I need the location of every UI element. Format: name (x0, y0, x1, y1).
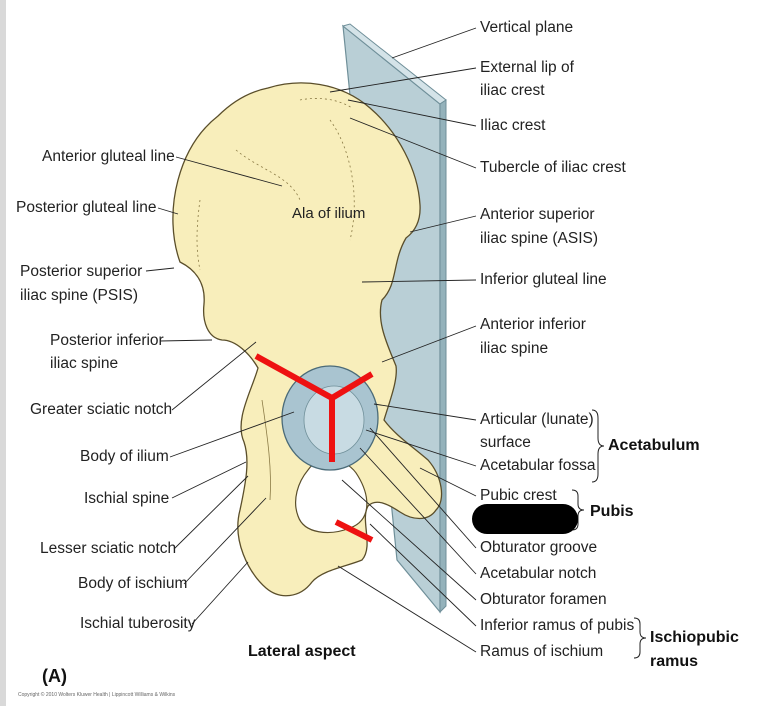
label-greater-sciatic-notch: Greater sciatic notch (30, 401, 173, 418)
red-annotation-lines (254, 353, 374, 543)
label-inferior-ramus-of-pubis: Inferior ramus of pubis (480, 617, 635, 634)
label-lesser-sciatic-notch: Lesser sciatic notch (40, 540, 177, 557)
label-psis-line1: Posterior superior (20, 263, 143, 280)
label-iliac-crest: Iliac crest (480, 117, 546, 134)
label-pubic-crest: Pubic crest (480, 487, 557, 504)
label-obturator-groove: Obturator groove (480, 539, 598, 556)
label-psis-line2: iliac spine (PSIS) (20, 287, 139, 304)
leader-lines (145, 27, 477, 653)
label-articular-line2: surface (480, 434, 531, 451)
redaction-box (472, 504, 578, 534)
label-ramus-of-ischium: Ramus of ischium (480, 643, 604, 660)
label-articular-line1: Articular (lunate) (480, 411, 594, 428)
label-external-lip-line1: External lip of (480, 59, 574, 76)
left-edge-bar (0, 0, 6, 706)
label-body-of-ischium: Body of ischium (78, 575, 188, 592)
label-anterior-gluteal-line: Anterior gluteal line (42, 148, 175, 165)
copyright-notice: Copyright © 2010 Wolters Kluwer Health |… (18, 692, 176, 698)
label-obturator-foramen: Obturator foramen (480, 591, 607, 608)
group-ischiopubic-line2: ramus (650, 653, 699, 670)
label-acetabular-fossa: Acetabular fossa (480, 457, 596, 474)
group-pubis: Pubis (590, 503, 634, 520)
label-vertical-plane: Vertical plane (480, 19, 574, 36)
label-ischial-tuberosity: Ischial tuberosity (80, 615, 196, 632)
label-pi-spine-line1: Posterior inferior (50, 332, 164, 349)
label-external-lip-line2: iliac crest (480, 82, 545, 99)
label-pi-spine-line2: iliac spine (50, 355, 119, 372)
group-ischiopubic-line1: Ischiopubic (650, 629, 739, 646)
label-tubercle-of-iliac-crest: Tubercle of iliac crest (480, 159, 626, 176)
label-aiis-line1: Anterior inferior (480, 316, 586, 333)
group-acetabulum: Acetabulum (608, 437, 700, 454)
label-posterior-gluteal-line: Posterior gluteal line (16, 199, 157, 216)
group-braces (571, 409, 647, 659)
label-ischial-spine: Ischial spine (84, 490, 170, 507)
hip-bone (172, 82, 443, 597)
label-asis-line1: Anterior superior (480, 206, 595, 223)
panel-letter: (A) (42, 666, 67, 686)
label-asis-line2: iliac spine (ASIS) (480, 230, 599, 247)
ala-of-ilium-label: Ala of ilium (292, 205, 366, 222)
label-body-of-ilium: Body of ilium (80, 448, 169, 465)
label-aiis-line2: iliac spine (480, 340, 549, 357)
label-inferior-gluteal-line: Inferior gluteal line (480, 271, 607, 288)
lateral-aspect-label: Lateral aspect (248, 643, 356, 660)
label-acetabular-notch: Acetabular notch (480, 565, 597, 582)
